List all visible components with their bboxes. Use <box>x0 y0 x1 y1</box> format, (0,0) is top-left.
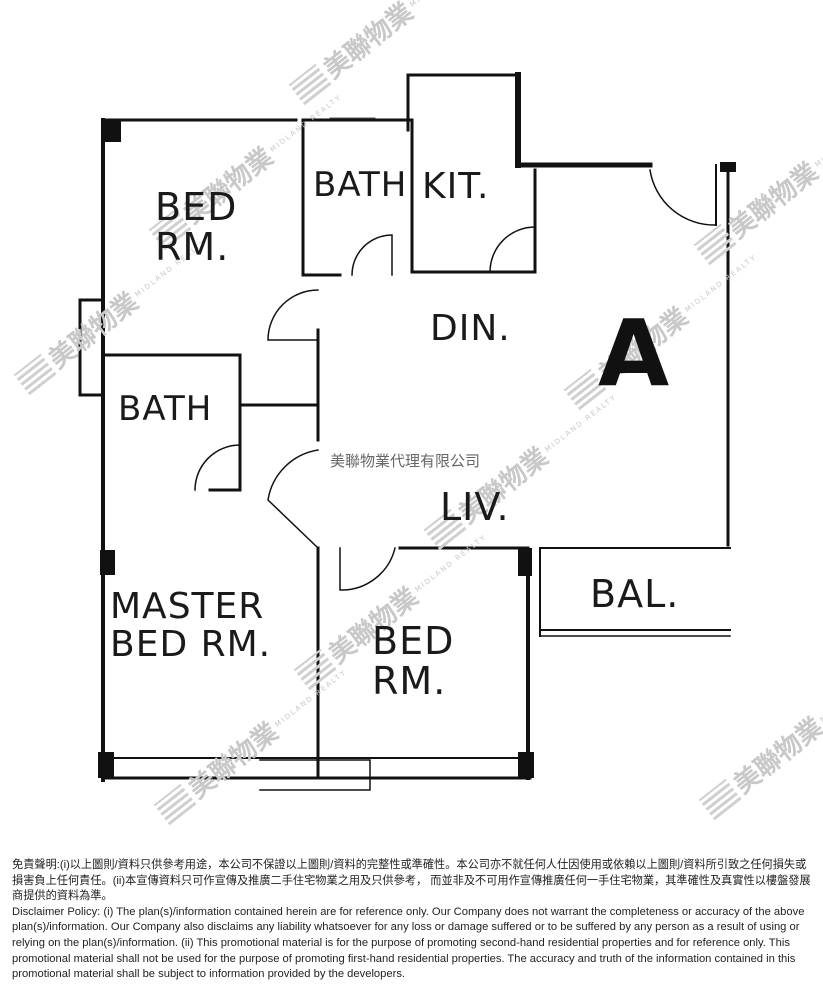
room-label-bal: BAL. <box>590 572 680 616</box>
disclaimer-text: 免責聲明:(i)以上圖則/資料只供參考用途，本公司不保證以上圖則/資料的完整性或… <box>12 858 812 983</box>
column-ne <box>720 162 736 172</box>
column-nw <box>103 120 121 142</box>
room-label-din: DIN. <box>430 308 511 349</box>
agency-name: 美聯物業代理有限公司 <box>330 452 481 470</box>
door-swing-kit <box>489 226 536 273</box>
floor-plan-walls <box>78 72 736 791</box>
room-label-liv: LIV. <box>440 485 510 529</box>
room-label-kit: KIT. <box>422 166 490 207</box>
door-swing-bath1 <box>351 234 393 276</box>
disclaimer-chinese: 免責聲明:(i)以上圖則/資料只供參考用途，本公司不保證以上圖則/資料的完整性或… <box>12 859 811 903</box>
column-master <box>100 550 115 575</box>
wall-west-jog <box>78 298 105 397</box>
column-bed2 <box>518 548 532 576</box>
column-sw <box>98 752 114 778</box>
door-swing-bath2 <box>194 444 241 491</box>
door-swing-entry <box>649 169 717 226</box>
room-label-bath-2: BATH <box>118 389 213 429</box>
window-south <box>259 759 371 791</box>
unit-label: A <box>598 300 670 407</box>
door-swing-bed2 <box>339 547 396 591</box>
door-swing-master <box>267 449 320 550</box>
room-label-bath-1: BATH <box>313 165 408 205</box>
door-swing-bed1 <box>267 289 319 341</box>
disclaimer-english: Disclaimer Policy: (i) The plan(s)/infor… <box>12 905 805 981</box>
column-se <box>518 752 534 778</box>
